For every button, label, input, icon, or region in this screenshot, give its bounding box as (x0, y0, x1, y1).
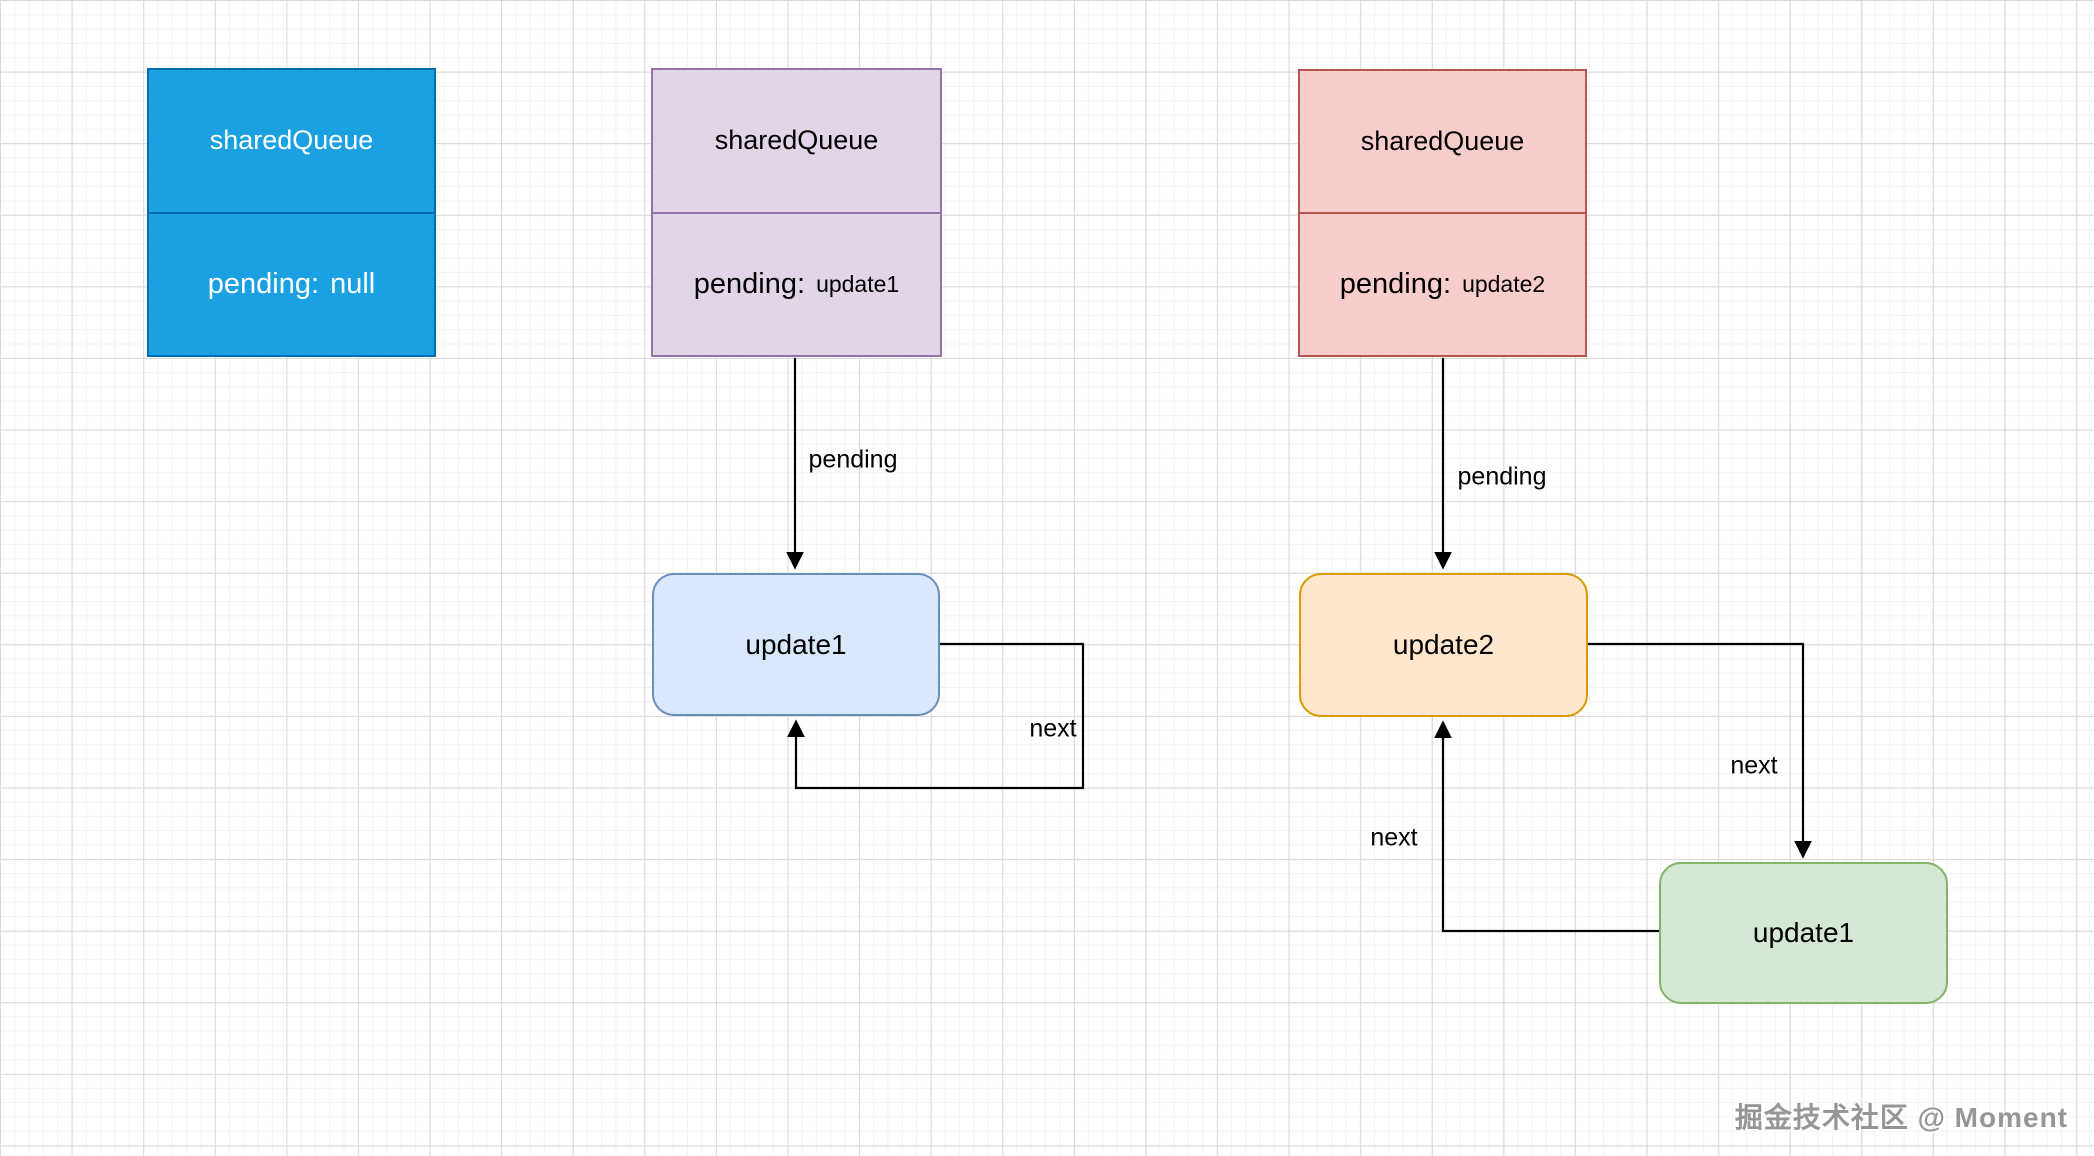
shared-queue-title-cell: sharedQueue (1300, 71, 1585, 212)
pending-field-label: pending: (693, 267, 806, 300)
edge-label-pending-update2[interactable]: pending (1457, 462, 1547, 491)
edge-label-pending-update1[interactable]: pending (808, 445, 898, 474)
shared-queue-pending-cell: pending: update1 (653, 211, 940, 356)
shared-queue-title: sharedQueue (714, 125, 879, 156)
pending-field-label: pending: (207, 267, 320, 300)
pending-value: null (330, 267, 376, 300)
shared-queue-title-cell: sharedQueue (149, 70, 434, 212)
pending-field-label: pending: (1339, 268, 1452, 300)
shared-queue-title: sharedQueue (1360, 126, 1525, 156)
edge-next-self-loop-update1[interactable] (787, 642, 1085, 790)
node-update1-linked[interactable]: update1 (1659, 862, 1948, 1004)
node-update2[interactable]: update2 (1299, 573, 1588, 717)
pending-value: update1 (816, 270, 900, 297)
shared-queue-box-initial[interactable]: sharedQueue pending: null (147, 68, 436, 357)
watermark: 掘金技术社区 @ Moment (1734, 1102, 2068, 1133)
node-update1-single[interactable]: update1 (652, 573, 940, 716)
shared-queue-title: sharedQueue (209, 125, 374, 156)
edge-next-update1-to-update2[interactable] (1434, 720, 1659, 933)
edge-label-next-self-loop[interactable]: next (1029, 714, 1077, 743)
pending-value: update2 (1462, 271, 1546, 297)
node-label: update1 (1752, 917, 1855, 948)
edge-next-update2-to-update1[interactable] (1588, 642, 1812, 859)
shared-queue-box-update1[interactable]: sharedQueue pending: update1 (651, 68, 942, 357)
shared-queue-title-cell: sharedQueue (653, 70, 940, 212)
node-label: update2 (1392, 629, 1495, 660)
node-label: update1 (745, 628, 847, 660)
shared-queue-pending-cell: pending: update2 (1300, 212, 1585, 355)
shared-queue-pending-cell: pending: null (149, 211, 434, 356)
edge-label-next-to-update2[interactable]: next (1370, 823, 1418, 852)
edge-label-next-to-update1[interactable]: next (1730, 751, 1778, 780)
shared-queue-box-update2[interactable]: sharedQueue pending: update2 (1298, 69, 1587, 357)
